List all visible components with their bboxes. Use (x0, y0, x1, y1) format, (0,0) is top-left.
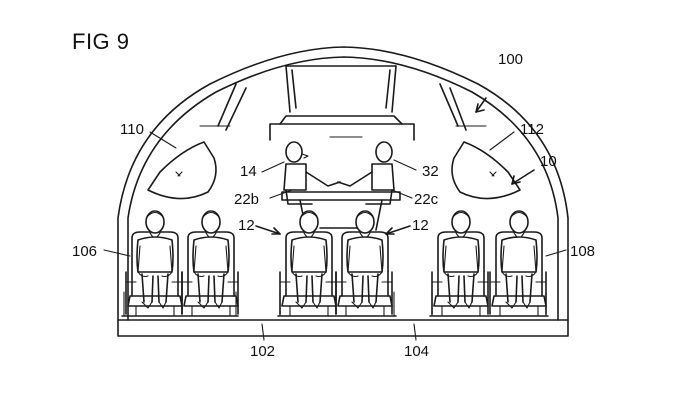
label-22c: 22c (414, 191, 439, 208)
compartment-110 (147, 141, 217, 200)
arrow-12-left (255, 225, 281, 235)
label-12-right: 12 (412, 217, 429, 234)
label-108: 108 (570, 243, 595, 260)
passenger-left-2 (192, 210, 230, 309)
arrow-100 (475, 97, 487, 113)
arrow-12-right (385, 225, 411, 235)
label-110: 110 (120, 121, 144, 138)
label-100: 100 (498, 51, 523, 68)
arrow-10 (511, 169, 535, 185)
label-32: 32 (422, 163, 439, 180)
label-106: 106 (72, 243, 97, 260)
cabin-floor (117, 319, 569, 337)
upper-person-right (337, 141, 395, 205)
fuselage-outer-shell (117, 46, 569, 321)
passenger-right-1 (442, 210, 480, 309)
label-112: 112 (520, 121, 544, 138)
label-14: 14 (240, 163, 257, 180)
upper-module (269, 123, 415, 141)
figure-title: FIG 9 (72, 29, 130, 54)
label-10: 10 (540, 153, 557, 170)
label-102: 102 (250, 343, 275, 360)
label-22b: 22b (234, 191, 259, 208)
passenger-center-1 (290, 210, 328, 309)
upper-person-left (283, 141, 341, 205)
compartment-112 (451, 141, 521, 200)
passenger-right-2 (500, 210, 538, 309)
label-12-left: 12 (238, 217, 255, 234)
passenger-left-1 (136, 210, 174, 309)
label-104: 104 (404, 343, 429, 360)
